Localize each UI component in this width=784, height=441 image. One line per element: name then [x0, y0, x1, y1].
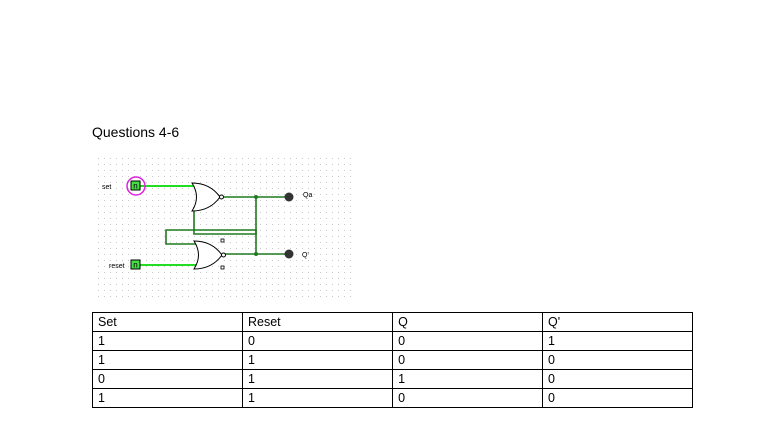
reset-label: reset: [109, 263, 125, 270]
table-cell: 0: [241, 331, 394, 351]
junction-dot: [254, 195, 258, 199]
grid-background: [94, 158, 352, 300]
table-cell: 1: [542, 331, 693, 351]
reset-switch[interactable]: [130, 259, 141, 270]
table-cell: 0: [542, 369, 693, 389]
table-cell: 1: [92, 388, 243, 408]
table-cell: 1: [241, 388, 394, 408]
q-label: Qa: [303, 192, 312, 199]
table-cell: 0: [542, 388, 693, 408]
table-cell: 0: [392, 388, 544, 408]
set-highlight-ring: [126, 176, 146, 196]
set-switch[interactable]: [130, 180, 141, 191]
table-row: 1 1 0 0: [92, 388, 693, 408]
set-label: set: [102, 184, 111, 191]
table-cell: 1: [92, 350, 243, 370]
table-row: 1 0 0 1: [92, 331, 693, 351]
table-cell: 0: [392, 350, 544, 370]
table-row: 0 1 1 0: [92, 369, 693, 389]
nor-gate-top: [191, 182, 224, 212]
table-cell: 1: [392, 369, 544, 389]
q-bar-output-led: [284, 249, 294, 259]
header-cell: Reset: [241, 312, 394, 332]
page-title: Questions 4-6: [92, 124, 180, 140]
q-output-led: [284, 192, 294, 202]
svg-text:n: n: [133, 182, 137, 191]
truth-table: Set Reset Q Q' 1 0 0 1 1 1 0 0 0 1 1 0 1…: [92, 312, 693, 408]
table-cell: 0: [542, 350, 693, 370]
table-cell: 0: [392, 331, 544, 351]
table-header-row: Set Reset Q Q': [92, 312, 693, 332]
junction-dot: [254, 252, 258, 256]
svg-text:n: n: [133, 261, 137, 270]
header-cell: Q': [542, 312, 693, 332]
table-cell: 1: [241, 369, 394, 389]
sr-latch-circuit: n n set reset Qa Q': [94, 158, 352, 300]
header-cell: Q: [392, 312, 544, 332]
table-row: 1 1 0 0: [92, 350, 693, 370]
table-cell: 0: [92, 369, 243, 389]
nor-gate-bottom: [193, 240, 226, 270]
table-cell: 1: [241, 350, 394, 370]
q-bar-label: Q': [302, 252, 309, 259]
table-cell: 1: [92, 331, 243, 351]
header-cell: Set: [92, 312, 243, 332]
